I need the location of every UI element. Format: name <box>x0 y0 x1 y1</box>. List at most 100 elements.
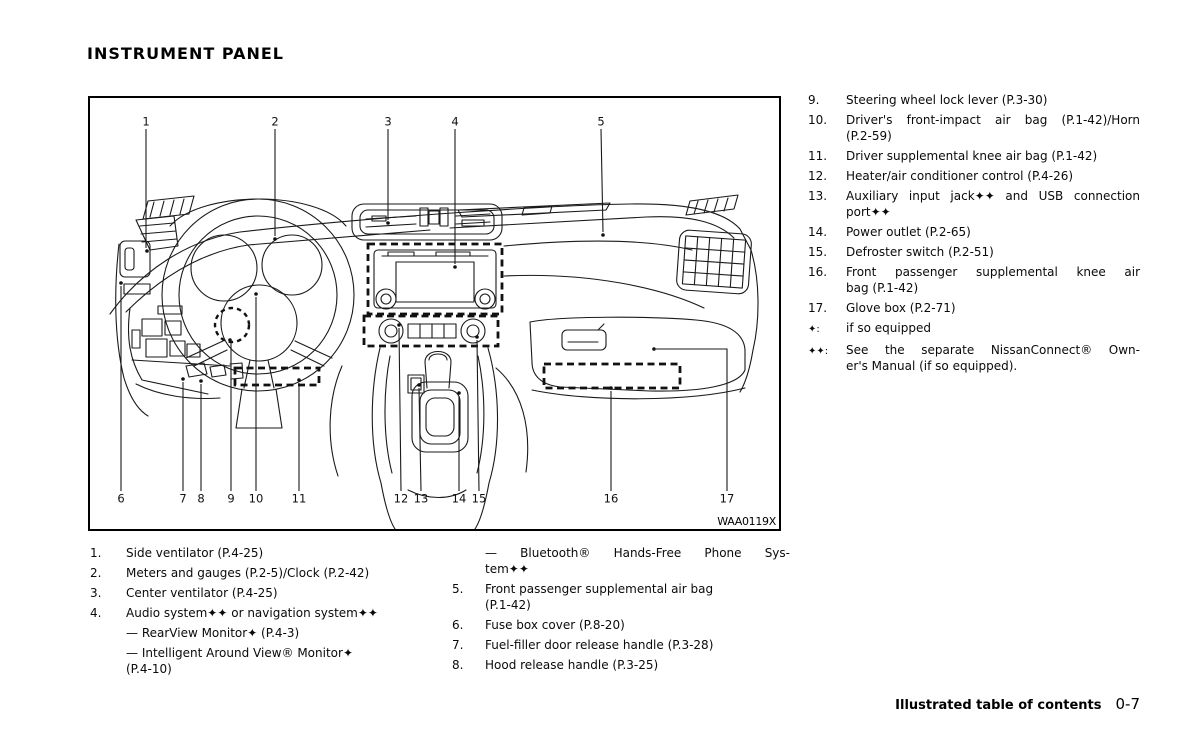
legend-item-16: 16. Front passenger supplemental knee ai… <box>808 264 1140 296</box>
callout-17: 17 <box>719 491 735 506</box>
item-number: 10. <box>808 113 828 127</box>
item-number: 6. <box>452 618 464 632</box>
callout-3: 3 <box>384 114 392 129</box>
legend-item-15: 15. Defroster switch (P.2-51) <box>808 244 1140 260</box>
callout-8: 8 <box>197 491 205 506</box>
item-text: Hood release handle (P.3-25) <box>485 658 659 672</box>
item-text: Front passenger supplemental knee air <box>846 265 1140 279</box>
callout-13: 13 <box>413 491 429 506</box>
item-number: 13. <box>808 189 828 203</box>
item-text: Auxiliary input jack✦✦ and USB connectio… <box>846 189 1140 203</box>
legend-left: 1. Side ventilator (P.4-25) 2. Meters an… <box>90 545 442 681</box>
item-text: Defroster switch (P.2-51) <box>846 245 994 259</box>
hvac-dashed-box <box>362 314 500 348</box>
footer-section-title: Illustrated table of contents <box>895 698 1102 713</box>
item-number: 3. <box>90 586 102 600</box>
item-text: port✦✦ <box>846 205 891 219</box>
page-title: INSTRUMENT PANEL <box>87 44 284 63</box>
instrument-panel-diagram <box>109 128 759 529</box>
callout-5: 5 <box>597 114 605 129</box>
item-text: bag (P.1-42) <box>846 281 919 295</box>
callout-10: 10 <box>248 491 264 506</box>
steering-lock-dashed-circle <box>213 306 251 344</box>
passenger-knee-airbag-dashed-box <box>542 362 682 390</box>
callout-14: 14 <box>451 491 467 506</box>
callout-1: 1 <box>142 114 150 129</box>
item-text: Fuel-filler door release handle (P.3-28) <box>485 638 714 652</box>
footnote-single-star: ✦: if so equipped <box>808 320 1140 338</box>
audio-dashed-box <box>366 242 504 316</box>
item-text: Heater/air conditioner control (P.4-26) <box>846 169 1074 183</box>
item-number: 1. <box>90 546 102 560</box>
legend-item-4: 4. Audio system✦✦ or navigation system✦✦ <box>90 605 442 621</box>
item-number: 14. <box>808 225 828 239</box>
item-text: Center ventilator (P.4-25) <box>126 586 278 600</box>
item-text: — RearView Monitor✦ (P.4-3) <box>126 626 300 640</box>
footnote-text: if so equipped <box>846 321 931 335</box>
legend-item-12: 12. Heater/air conditioner control (P.4-… <box>808 168 1140 184</box>
item-text: Driver's front-impact air bag (P.1-42)/H… <box>846 113 1140 127</box>
item-text: — Intelligent Around View® Monitor✦ <box>126 646 353 660</box>
item-number: 17. <box>808 301 828 315</box>
item-text: — Bluetooth® Hands-Free Phone Sys- <box>485 546 790 560</box>
legend-item-2: 2. Meters and gauges (P.2-5)/Clock (P.2-… <box>90 565 442 581</box>
callout-9: 9 <box>227 491 235 506</box>
callout-12: 12 <box>393 491 409 506</box>
legend-middle: — Bluetooth® Hands-Free Phone Sys- tem✦✦… <box>452 545 790 677</box>
item-number: 5. <box>452 582 464 596</box>
figure-code: WAA0119X <box>717 515 776 528</box>
legend-item-5: 5. Front passenger supplemental air bag … <box>452 581 790 613</box>
footnote-marker: ✦✦: <box>808 346 829 357</box>
legend-item-3: 3. Center ventilator (P.4-25) <box>90 585 442 601</box>
footnote-text: See the separate NissanConnect® Own- <box>846 343 1140 357</box>
legend-subitem-bluetooth: — Bluetooth® Hands-Free Phone Sys- tem✦✦ <box>452 545 790 577</box>
item-number: 16. <box>808 265 828 279</box>
callout-2: 2 <box>271 114 279 129</box>
item-number: 4. <box>90 606 102 620</box>
item-text: Power outlet (P.2-65) <box>846 225 971 239</box>
legend-right: 9. Steering wheel lock lever (P.3-30) 10… <box>808 92 1140 378</box>
legend-item-14: 14. Power outlet (P.2-65) <box>808 224 1140 240</box>
item-number: 9. <box>808 93 820 107</box>
item-text: Glove box (P.2-71) <box>846 301 956 315</box>
legend-subitem-aroundview: — Intelligent Around View® Monitor✦ (P.4… <box>90 645 442 677</box>
item-text: Fuse box cover (P.8-20) <box>485 618 625 632</box>
item-text: Steering wheel lock lever (P.3-30) <box>846 93 1048 107</box>
item-number: 2. <box>90 566 102 580</box>
footnote-text: er's Manual (if so equipped). <box>846 359 1018 373</box>
item-text: Audio system✦✦ or navigation system✦✦ <box>126 606 378 620</box>
callout-6: 6 <box>117 491 125 506</box>
legend-item-1: 1. Side ventilator (P.4-25) <box>90 545 442 561</box>
callout-leader-lines <box>119 128 728 492</box>
legend-item-17: 17. Glove box (P.2-71) <box>808 300 1140 316</box>
item-number: 8. <box>452 658 464 672</box>
footer-page-number: 0-7 <box>1115 695 1141 713</box>
callout-16: 16 <box>603 491 619 506</box>
item-number: 11. <box>808 149 828 163</box>
item-number <box>452 545 485 577</box>
legend-item-10: 10. Driver's front-impact air bag (P.1-4… <box>808 112 1140 144</box>
item-number <box>90 625 126 641</box>
callout-11: 11 <box>291 491 307 506</box>
legend-item-13: 13. Auxiliary input jack✦✦ and USB conne… <box>808 188 1140 220</box>
legend-item-7: 7. Fuel-filler door release handle (P.3-… <box>452 637 790 653</box>
instrument-panel-figure: 1 2 3 4 5 6 7 8 9 10 11 12 13 14 15 16 1… <box>88 96 781 531</box>
callout-4: 4 <box>451 114 459 129</box>
item-number: 7. <box>452 638 464 652</box>
item-text: (P.2-59) <box>846 129 892 143</box>
item-text: Front passenger supplemental air bag <box>485 582 714 596</box>
legend-item-8: 8. Hood release handle (P.3-25) <box>452 657 790 673</box>
callout-15: 15 <box>471 491 487 506</box>
legend-item-9: 9. Steering wheel lock lever (P.3-30) <box>808 92 1140 108</box>
item-text: (P.1-42) <box>485 598 531 612</box>
legend-item-6: 6. Fuse box cover (P.8-20) <box>452 617 790 633</box>
footnote-double-star: ✦✦: See the separate NissanConnect® Own-… <box>808 342 1140 374</box>
page-footer: Illustrated table of contents 0-7 <box>895 695 1140 713</box>
item-text: (P.4-10) <box>126 662 172 676</box>
callout-7: 7 <box>179 491 187 506</box>
knee-airbag-dashed-box <box>233 366 321 387</box>
item-number <box>90 645 126 677</box>
legend-subitem-rearview: — RearView Monitor✦ (P.4-3) <box>90 625 442 641</box>
footnote-marker: ✦: <box>808 324 820 335</box>
